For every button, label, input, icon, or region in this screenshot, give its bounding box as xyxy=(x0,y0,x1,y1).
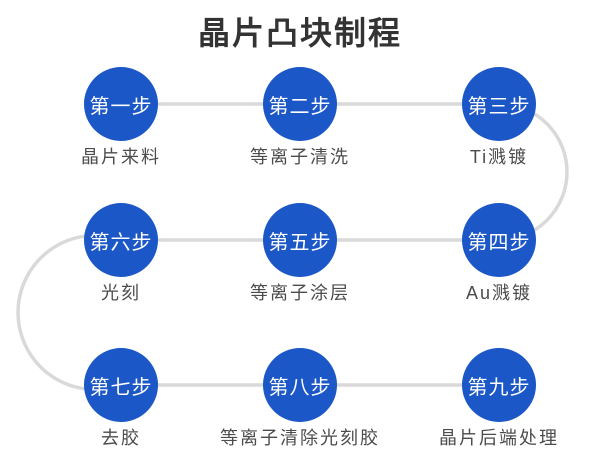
step-label: 晶片来料 xyxy=(81,147,161,167)
step-number: 第七步 xyxy=(89,376,153,399)
step-circle: 第四步 xyxy=(462,203,536,277)
step-node: 第五步 等离子涂层 xyxy=(210,203,390,305)
step-label: 等离子涂层 xyxy=(250,283,350,303)
step-number: 第九步 xyxy=(467,376,531,399)
step-circle: 第九步 xyxy=(462,348,536,422)
step-node: 第一步 晶片来料 xyxy=(31,67,211,169)
step-number: 第三步 xyxy=(467,95,531,118)
step-label: 等离子清洗 xyxy=(250,147,350,167)
step-number: 第六步 xyxy=(89,231,153,254)
page-title: 晶片凸块制程 xyxy=(197,15,402,51)
step-node: 第八步 等离子清除光刻胶 xyxy=(210,348,390,450)
step-node: 第六步 光刻 xyxy=(31,203,211,305)
step-label: 晶片后端处理 xyxy=(439,428,559,448)
step-number: 第一步 xyxy=(89,95,153,118)
step-number: 第四步 xyxy=(467,231,531,254)
step-node: 第七步 去胶 xyxy=(31,348,211,450)
step-node: 第三步 Ti溅镀 xyxy=(409,67,589,169)
step-label: Au溅镀 xyxy=(465,283,533,303)
step-circle: 第五步 xyxy=(263,203,337,277)
step-label: 等离子清除光刻胶 xyxy=(220,428,380,448)
step-node: 第九步 晶片后端处理 xyxy=(409,348,589,450)
step-circle: 第六步 xyxy=(84,203,158,277)
step-circle: 第二步 xyxy=(263,67,337,141)
step-label: Ti溅镀 xyxy=(469,147,529,167)
step-circle: 第一步 xyxy=(84,67,158,141)
step-number: 第二步 xyxy=(268,95,332,118)
step-label: 光刻 xyxy=(101,283,141,303)
step-label: 去胶 xyxy=(101,428,141,448)
step-node: 第二步 等离子清洗 xyxy=(210,67,390,169)
step-circle: 第八步 xyxy=(263,348,337,422)
step-number: 第五步 xyxy=(268,231,332,254)
step-circle: 第七步 xyxy=(84,348,158,422)
step-number: 第八步 xyxy=(268,376,332,399)
step-circle: 第三步 xyxy=(462,67,536,141)
step-node: 第四步 Au溅镀 xyxy=(409,203,589,305)
